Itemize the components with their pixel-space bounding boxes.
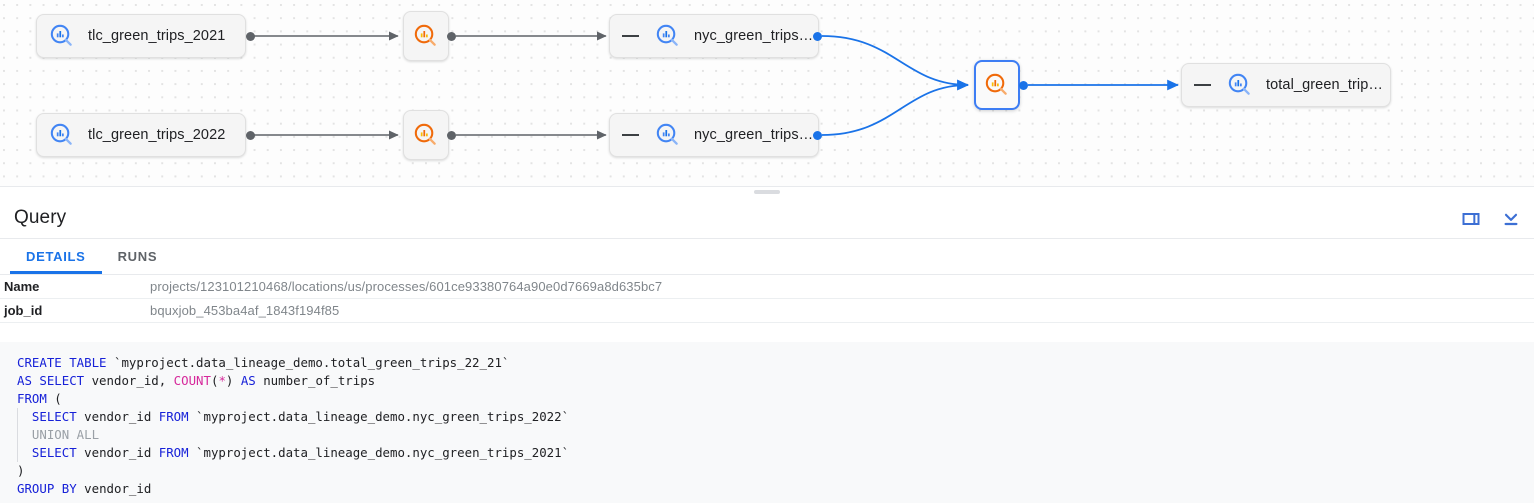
indent-guide <box>17 408 18 426</box>
node-output-port[interactable] <box>447 130 456 140</box>
sql-token: vendor_id <box>76 481 152 496</box>
lineage-node-label: nyc_green_trips… <box>694 28 814 44</box>
lineage-node-total-green-trips[interactable]: total_green_trip… <box>1181 63 1391 107</box>
collapse-dash-icon[interactable] <box>622 134 639 136</box>
sql-line: UNION ALL <box>17 426 1534 444</box>
lineage-node-process-selected[interactable] <box>974 60 1020 110</box>
bigquery-table-icon <box>1227 72 1253 98</box>
panel-tabs: DETAILS RUNS <box>0 239 1534 275</box>
indent-guide <box>17 444 18 462</box>
sql-code-text: CREATE TABLE `myproject.data_lineage_dem… <box>0 354 1534 498</box>
node-output-port[interactable] <box>447 31 456 41</box>
sql-token: * <box>218 373 226 388</box>
tab-details[interactable]: DETAILS <box>10 239 102 274</box>
bigquery-process-icon <box>413 23 439 49</box>
table-row: Name projects/123101210468/locations/us/… <box>0 275 1534 299</box>
indent-guide <box>17 426 18 444</box>
sql-token <box>17 427 32 442</box>
sql-token <box>17 409 32 424</box>
lineage-edge-layer <box>250 31 1179 140</box>
lineage-node-label: tlc_green_trips_2022 <box>88 127 226 143</box>
collapse-down-icon[interactable] <box>1498 206 1524 232</box>
bigquery-process-icon <box>984 72 1010 98</box>
sql-token: vendor_id, <box>84 373 174 388</box>
panel-header: Query <box>0 198 1534 239</box>
detail-value: bquxjob_453ba4af_1843f194f85 <box>150 303 340 318</box>
tab-runs[interactable]: RUNS <box>117 249 158 264</box>
sql-token: AS SELECT <box>17 373 85 388</box>
lineage-node-label: tlc_green_trips_2021 <box>88 28 226 44</box>
bigquery-table-icon <box>655 23 681 49</box>
details-table: Name projects/123101210468/locations/us/… <box>0 275 1534 323</box>
node-output-port[interactable] <box>813 130 822 140</box>
sql-token: ( <box>46 391 62 406</box>
sql-line: ) <box>17 462 1534 480</box>
page-title: Query <box>14 207 67 228</box>
lineage-node-label: nyc_green_trips… <box>694 127 814 143</box>
collapse-dash-icon[interactable] <box>622 35 639 37</box>
sql-token: AS <box>240 373 256 388</box>
detail-key: Name <box>4 279 40 294</box>
lineage-node-nyc-green-trips-1[interactable]: nyc_green_trips… <box>609 14 819 58</box>
panel-resize-handle[interactable] <box>754 190 780 194</box>
sql-line: FROM ( <box>17 390 1534 408</box>
panel-resize-row <box>0 186 1534 198</box>
query-details-panel: Query DETAILS RUNS <box>0 186 1534 503</box>
lineage-node-process-2[interactable] <box>403 110 449 160</box>
sql-token: FROM <box>158 409 189 424</box>
sql-token: vendor_id <box>76 445 159 460</box>
bigquery-table-icon <box>49 122 75 148</box>
sql-token: COUNT <box>173 373 211 388</box>
sql-token: vendor_id <box>76 409 159 424</box>
table-row: job_id bquxjob_453ba4af_1843f194f85 <box>0 299 1534 323</box>
collapse-dash-icon[interactable] <box>1194 84 1211 86</box>
bigquery-table-icon <box>655 122 681 148</box>
sql-token: `myproject.data_lineage_demo.total_green… <box>106 355 510 370</box>
node-output-port[interactable] <box>246 130 255 140</box>
lineage-node-tlc-green-trips-2022[interactable]: tlc_green_trips_2022 <box>36 113 246 157</box>
bigquery-table-icon <box>49 23 75 49</box>
lineage-node-nyc-green-trips-2[interactable]: nyc_green_trips… <box>609 113 819 157</box>
node-output-port[interactable] <box>813 31 822 41</box>
sql-line: AS SELECT vendor_id, COUNT(*) AS number_… <box>17 372 1534 390</box>
sql-token: SELECT <box>31 445 77 460</box>
sql-token <box>17 445 32 460</box>
sql-line: GROUP BY vendor_id <box>17 480 1534 498</box>
sql-token: FROM <box>158 445 189 460</box>
detail-value: projects/123101210468/locations/us/proce… <box>150 279 663 294</box>
panel-actions <box>1458 198 1524 239</box>
sql-token: ) <box>225 373 241 388</box>
detail-key: job_id <box>4 303 43 318</box>
sql-line: CREATE TABLE `myproject.data_lineage_dem… <box>17 354 1534 372</box>
sql-line: SELECT vendor_id FROM `myproject.data_li… <box>17 408 1534 426</box>
sql-token: SELECT <box>31 409 77 424</box>
sql-token: UNION ALL <box>31 427 100 442</box>
sql-token: number_of_trips <box>255 373 376 388</box>
node-output-port[interactable] <box>1019 80 1028 90</box>
sql-token: CREATE TABLE <box>17 355 107 370</box>
bigquery-process-icon <box>413 122 439 148</box>
lineage-node-process-1[interactable] <box>403 11 449 61</box>
lineage-graph-canvas[interactable]: tlc_green_trips_2021 tlc_green_trips_202… <box>0 0 1534 186</box>
split-pane-icon[interactable] <box>1458 206 1484 232</box>
sql-token: ) <box>17 463 25 478</box>
lineage-node-tlc-green-trips-2021[interactable]: tlc_green_trips_2021 <box>36 14 246 58</box>
sql-token: `myproject.data_lineage_demo.nyc_green_t… <box>188 445 570 460</box>
node-output-port[interactable] <box>246 31 255 41</box>
sql-code-block[interactable]: CREATE TABLE `myproject.data_lineage_dem… <box>0 342 1534 503</box>
sql-token: `myproject.data_lineage_demo.nyc_green_t… <box>188 409 570 424</box>
sql-token: GROUP BY <box>17 481 77 496</box>
sql-token: FROM <box>17 391 47 406</box>
sql-line: SELECT vendor_id FROM `myproject.data_li… <box>17 444 1534 462</box>
sql-token: ( <box>210 373 219 388</box>
lineage-node-label: total_green_trip… <box>1266 77 1383 93</box>
